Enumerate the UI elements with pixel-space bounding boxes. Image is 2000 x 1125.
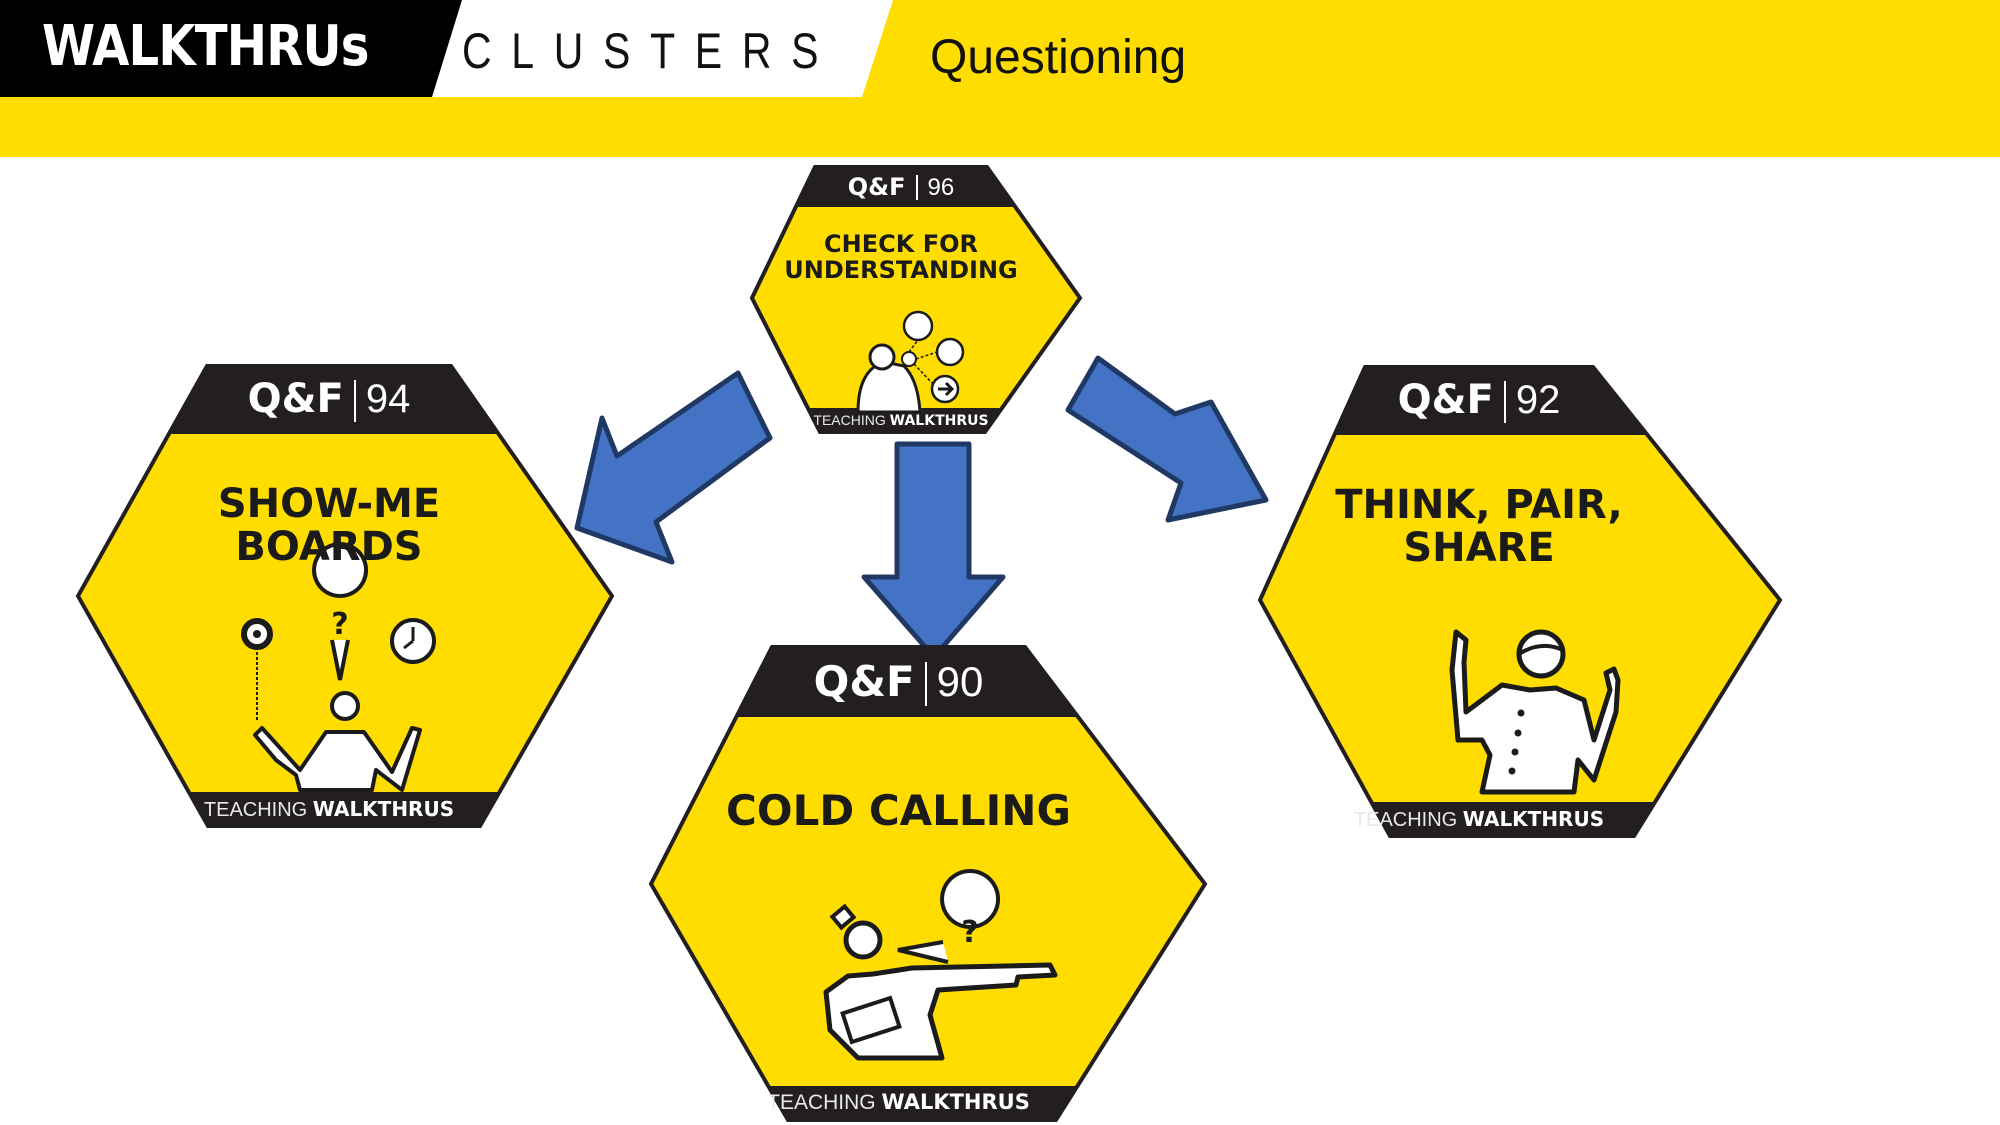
dashed-links xyxy=(908,339,938,385)
question-bubble-icon xyxy=(312,542,369,681)
reteach-icon xyxy=(902,310,934,342)
hexagon-header-band xyxy=(795,167,1016,207)
book-icon xyxy=(840,995,902,1045)
arrow-down-left-icon xyxy=(574,370,773,565)
hexagon-check-for-understanding xyxy=(749,165,1083,434)
person-head xyxy=(843,920,883,960)
person-head xyxy=(1516,629,1566,679)
person-body xyxy=(1449,629,1621,795)
arrow-down-icon xyxy=(861,441,1006,660)
shirt-button xyxy=(1517,709,1525,717)
hexagon-header-band xyxy=(168,366,499,434)
hexagon-footer-band xyxy=(188,792,500,826)
arrow-down-right-icon xyxy=(1065,355,1269,523)
hexagon-think-pair-share xyxy=(1257,365,1783,838)
question-bubble-icon xyxy=(897,869,1001,964)
card-footer: TEACHING WALKTHRUS xyxy=(767,1090,1030,1115)
header-banner xyxy=(0,0,2000,157)
question-mark: ? xyxy=(961,915,978,950)
card-footer: TEACHING WALKTHRUS xyxy=(813,411,989,429)
person-head xyxy=(868,343,896,371)
hair-bun xyxy=(829,903,857,931)
arrow-right-icon xyxy=(938,381,955,397)
person-head xyxy=(330,691,360,721)
person-body xyxy=(856,360,922,414)
hexagon-footer-band xyxy=(768,1086,1078,1120)
hexagon-footer-band xyxy=(807,408,1003,432)
shirt-button xyxy=(1511,748,1519,756)
hexagon-header-band xyxy=(736,647,1079,717)
shirt-button xyxy=(1508,767,1516,775)
person-gesturing-both-hands-icon xyxy=(1449,629,1621,795)
card-footer: TEACHING WALKTHRUS xyxy=(203,797,455,821)
page-title: Questioning xyxy=(930,31,1187,84)
student-holding-board-with-target-question-clock-icon: ? xyxy=(241,542,436,792)
card-footer: TEACHING WALKTHRUS xyxy=(1353,807,1605,831)
brand-logo-text: WALKTHRUs xyxy=(42,14,369,79)
person-body xyxy=(823,962,1058,1061)
card-title: COLD CALLING xyxy=(726,786,1071,835)
shirt-button xyxy=(1514,729,1522,737)
hexagon-footer-band xyxy=(1371,802,1656,836)
header-black-band xyxy=(0,0,462,97)
teacher-thinking-with-options-icon xyxy=(856,310,965,414)
teacher-pointing-with-question-bubble-icon: ? xyxy=(823,869,1058,1061)
person-body xyxy=(253,726,422,792)
defer-icon xyxy=(935,337,965,367)
question-node-icon xyxy=(901,351,917,367)
hexagon-cold-calling xyxy=(648,645,1208,1122)
question-mark: ? xyxy=(331,607,348,642)
section-label: CLUSTERS xyxy=(462,23,839,79)
hexagon-header-band xyxy=(1334,367,1648,435)
card-title: THINK, PAIR,SHARE xyxy=(1335,482,1623,572)
